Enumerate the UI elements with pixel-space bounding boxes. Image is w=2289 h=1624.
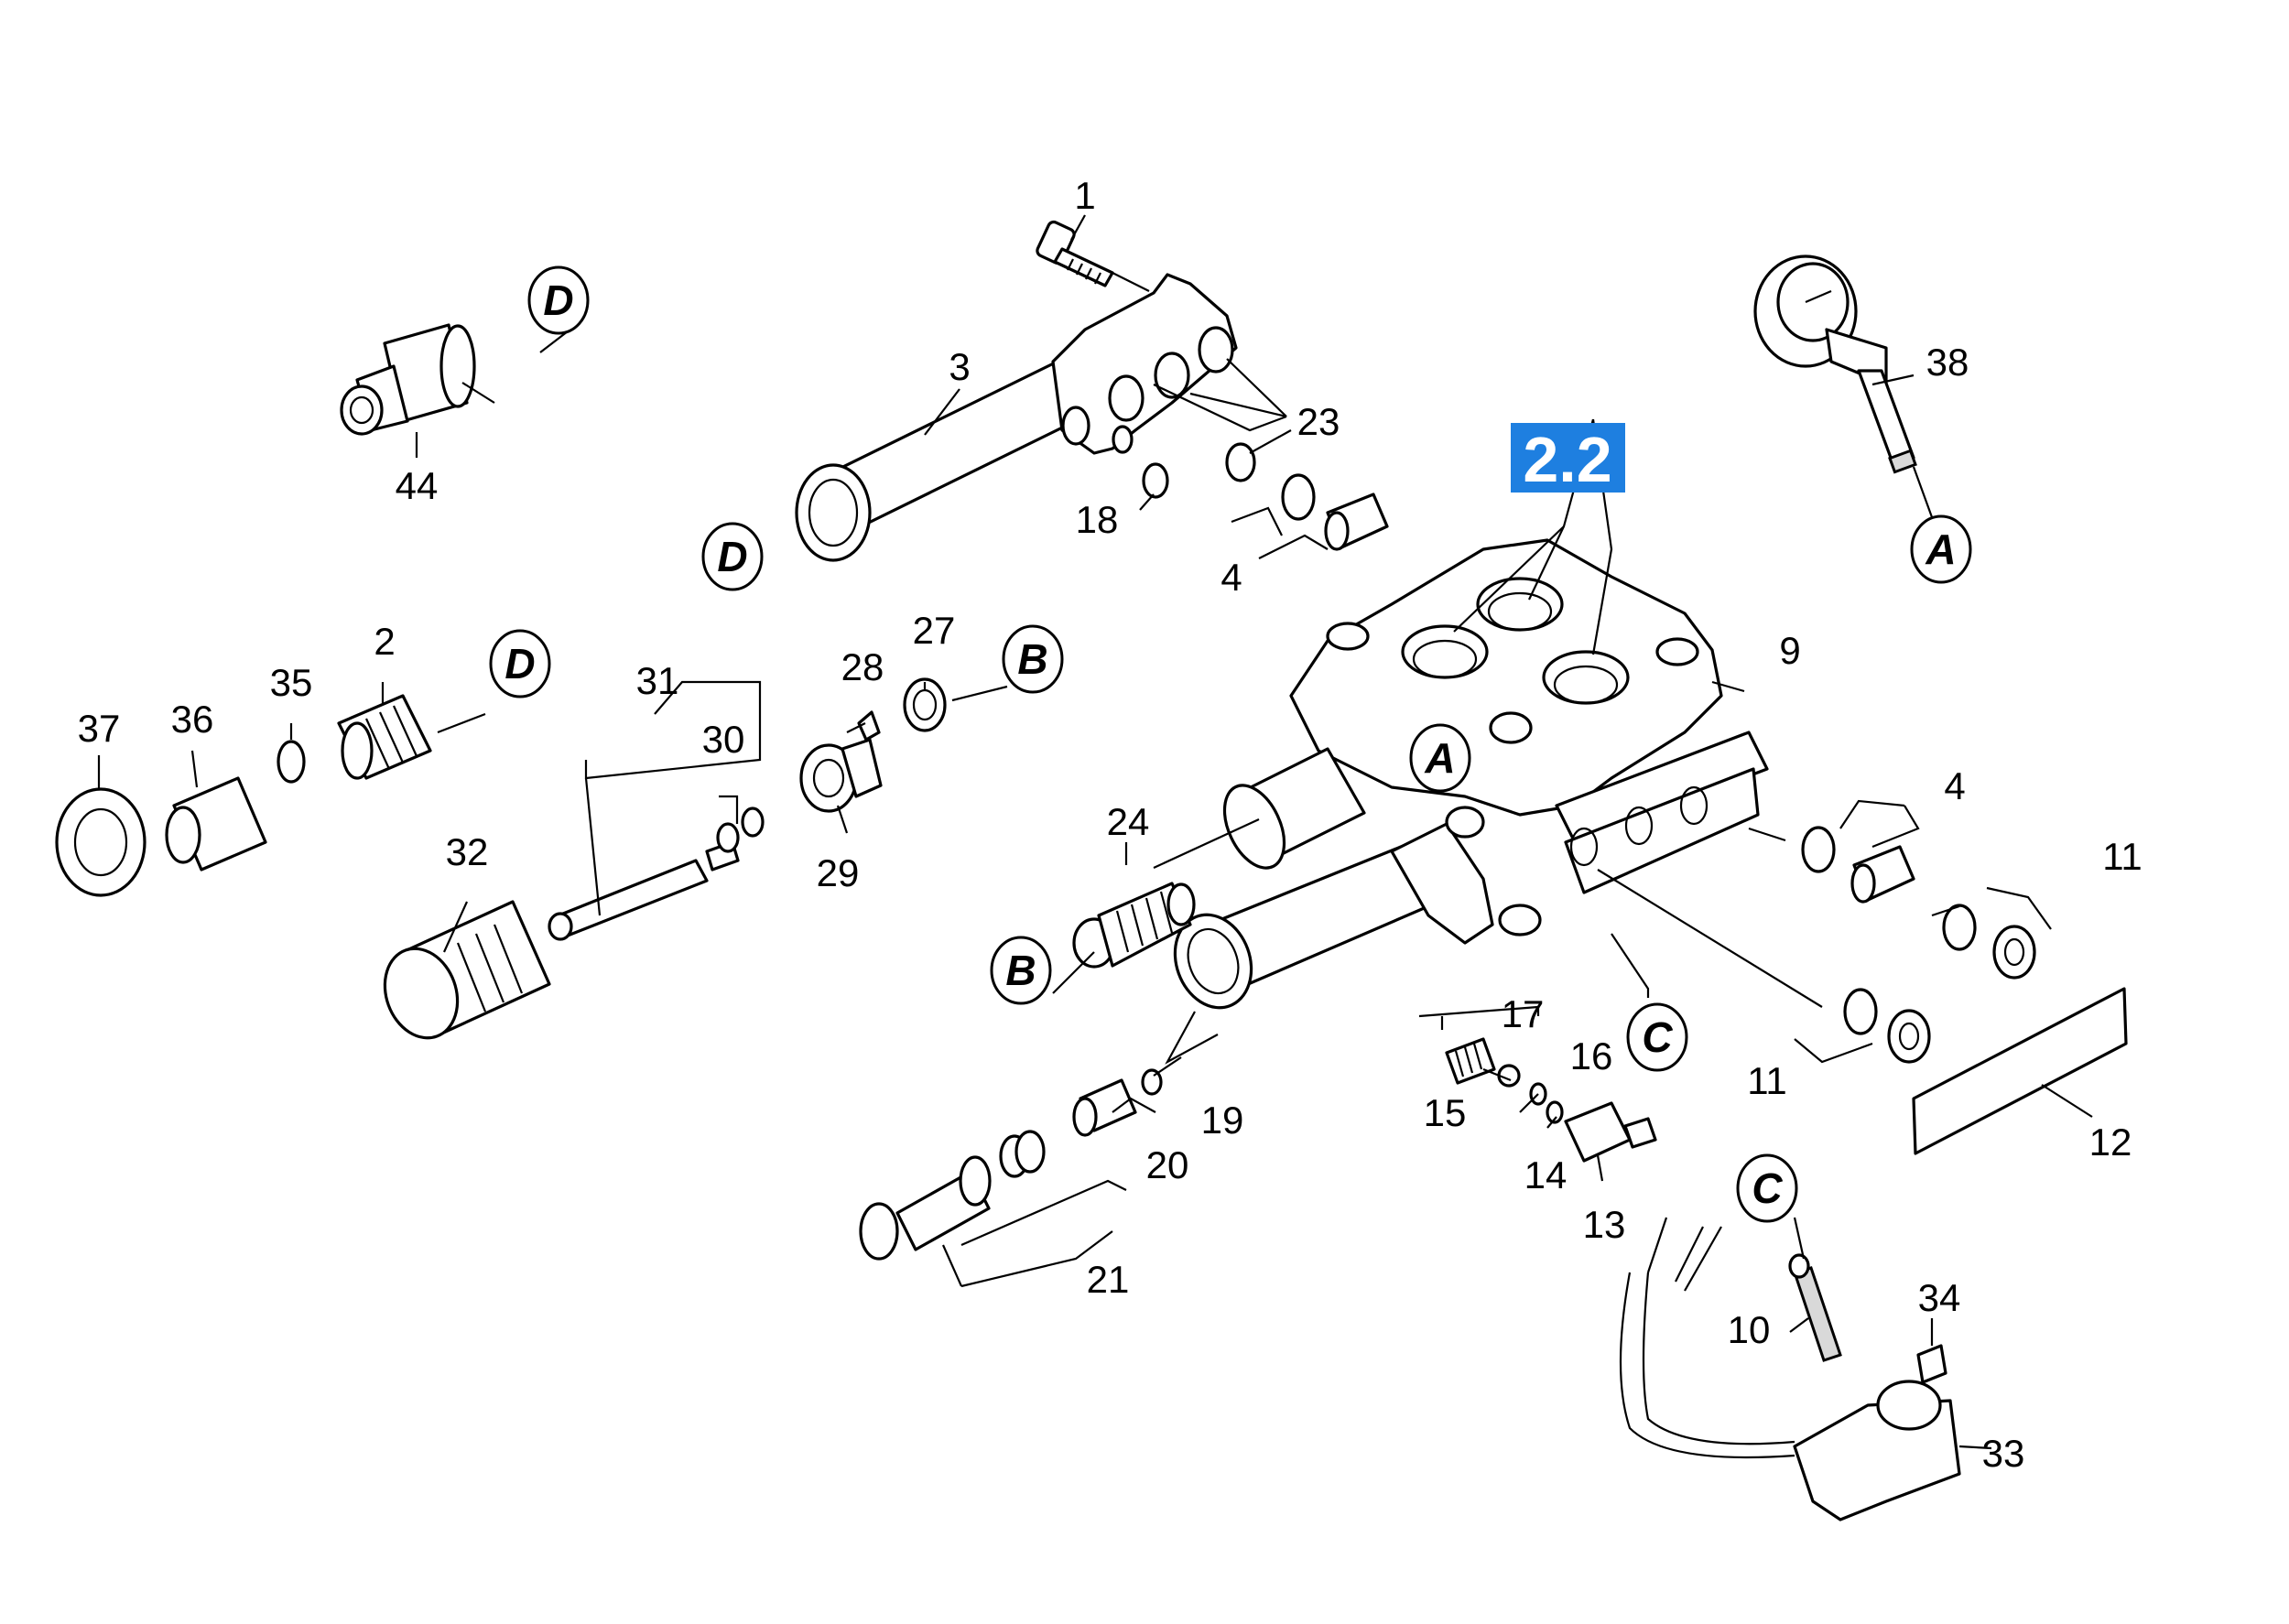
part-14-oring: [1546, 1100, 1564, 1124]
connector-a-gauge: A: [1910, 514, 1972, 584]
part-10-sensor: [1788, 1253, 1842, 1362]
part-38-pressure-gauge: [1753, 254, 1917, 474]
callout-17: 17: [1502, 992, 1545, 1035]
part-21-valve-assembly: [859, 1130, 1046, 1261]
callout-31: 31: [636, 659, 679, 702]
connector-d-pipe: D: [701, 522, 764, 591]
svg-text:B: B: [1005, 947, 1036, 994]
callout-30: 30: [702, 718, 745, 761]
svg-text:C: C: [1752, 1164, 1783, 1212]
svg-text:B: B: [1017, 635, 1047, 683]
callout-14: 14: [1524, 1153, 1568, 1196]
callout-36: 36: [171, 698, 214, 741]
part-33-switch-housing: [1619, 1217, 1961, 1521]
part-30-rings: [716, 807, 765, 853]
callout-15: 15: [1424, 1091, 1467, 1134]
part-12-cover-plate: [1912, 987, 2128, 1155]
part-37-nut: [55, 787, 146, 897]
svg-text:C: C: [1642, 1013, 1673, 1061]
callout-44: 44: [396, 464, 439, 507]
callout-1: 1: [1074, 174, 1095, 217]
callout-28: 28: [841, 645, 884, 688]
part-28-pin: [857, 710, 881, 742]
callout-4-right: 4: [1944, 764, 1965, 807]
svg-text:D: D: [543, 276, 573, 324]
part-44-fitting: [340, 323, 476, 436]
callout-34: 34: [1918, 1276, 1961, 1319]
part-19-oring: [1141, 1068, 1163, 1096]
part-18-oring: [1142, 462, 1169, 499]
section-badge: 2.2: [1511, 423, 1625, 495]
connector-d-filter: D: [489, 629, 551, 698]
part-17-spring: [1445, 1037, 1496, 1085]
svg-text:A: A: [1424, 734, 1455, 782]
part-1-screw: [1036, 220, 1114, 287]
connector-b-valve: B: [990, 936, 1052, 1005]
part-36-sleeve: [165, 776, 267, 872]
connector-c-head: C: [1626, 1002, 1688, 1072]
callout-16: 16: [1570, 1034, 1613, 1077]
callout-20: 20: [1146, 1143, 1189, 1186]
section-badge-label: 2.2: [1523, 424, 1611, 495]
svg-text:D: D: [504, 640, 535, 687]
callout-32: 32: [446, 830, 489, 873]
connector-a-head: A: [1409, 723, 1471, 793]
callout-27: 27: [913, 609, 956, 652]
part-35-oring: [277, 740, 306, 784]
part-11-plug-lower: [1843, 988, 1931, 1064]
part-29-valve-seat: [799, 738, 883, 813]
connector-b-ring: B: [1002, 624, 1064, 694]
callout-13: 13: [1583, 1203, 1626, 1246]
callout-38: 38: [1926, 341, 1969, 384]
part-2-filter: [337, 694, 432, 780]
part-11-plug-upper: [1942, 904, 2036, 980]
part-13-fitting: [1564, 1101, 1657, 1163]
callout-11-upper: 11: [2102, 835, 2143, 878]
callout-37: 37: [78, 707, 121, 750]
svg-text:A: A: [1925, 525, 1956, 573]
part-23-oring: [1225, 442, 1256, 482]
section-badge-background: [1511, 423, 1625, 493]
callout-12: 12: [2089, 1121, 2132, 1164]
part-24-valve: [1072, 882, 1196, 969]
callout-21: 21: [1087, 1258, 1130, 1301]
callout-9: 9: [1779, 629, 1800, 672]
part-31-32-plunger-knob: [383, 840, 740, 1040]
part-4-valve-upper: [1281, 473, 1389, 551]
callout-4-upper: 4: [1220, 556, 1242, 599]
callout-23: 23: [1297, 400, 1340, 443]
connector-c-sensor: C: [1736, 1153, 1798, 1223]
part-9-pump-head: [1173, 538, 1769, 1010]
callout-29: 29: [817, 851, 860, 894]
callout-11-lower: 11: [1747, 1059, 1787, 1102]
callout-numbers: 1 3 23 18 4 44 38 9 4 11 11 12 17 16 15 …: [78, 174, 2143, 1475]
svg-text:D: D: [717, 533, 747, 580]
connector-d-top: D: [527, 265, 590, 335]
part-34-clip: [1916, 1344, 1947, 1384]
callout-2: 2: [374, 620, 395, 663]
callout-3: 3: [949, 345, 970, 388]
part-3-pipe-block: [795, 273, 1238, 562]
connector-markers: D D D A A B B C: [489, 265, 1972, 1223]
callout-33: 33: [1982, 1432, 2025, 1475]
callout-18: 18: [1076, 498, 1119, 541]
part-4-valve-right: [1801, 826, 1915, 904]
callout-24: 24: [1107, 800, 1150, 843]
callout-35: 35: [270, 661, 313, 704]
callout-19: 19: [1201, 1099, 1244, 1142]
callout-10: 10: [1728, 1308, 1771, 1351]
part-20-valve: [1072, 1078, 1137, 1137]
